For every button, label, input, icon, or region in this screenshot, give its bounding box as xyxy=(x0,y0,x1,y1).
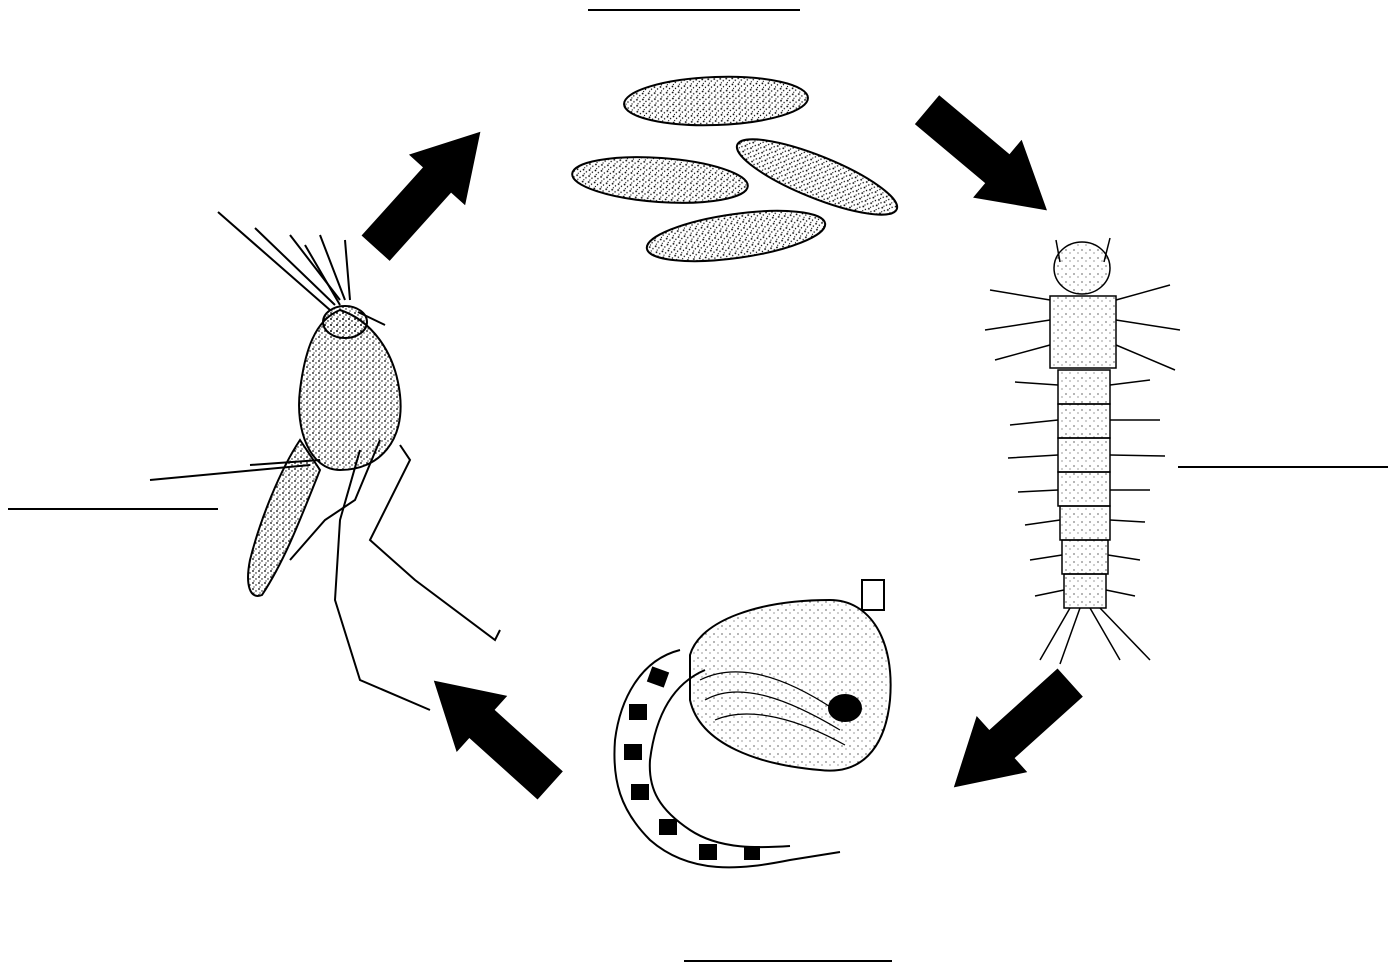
eggs-illustration xyxy=(571,74,905,271)
arrow-eggs-to-larva xyxy=(903,81,1072,240)
adult-mosquito-illustration xyxy=(150,212,500,710)
larva-illustration xyxy=(985,238,1180,664)
egg xyxy=(571,152,750,208)
pupa-illustration xyxy=(614,580,890,867)
egg xyxy=(644,202,828,271)
arrow-pupa-to-adult xyxy=(409,653,576,814)
egg xyxy=(623,74,809,128)
arrow-adult-to-eggs xyxy=(348,107,509,274)
arrow-larva-to-pupa xyxy=(929,655,1096,816)
